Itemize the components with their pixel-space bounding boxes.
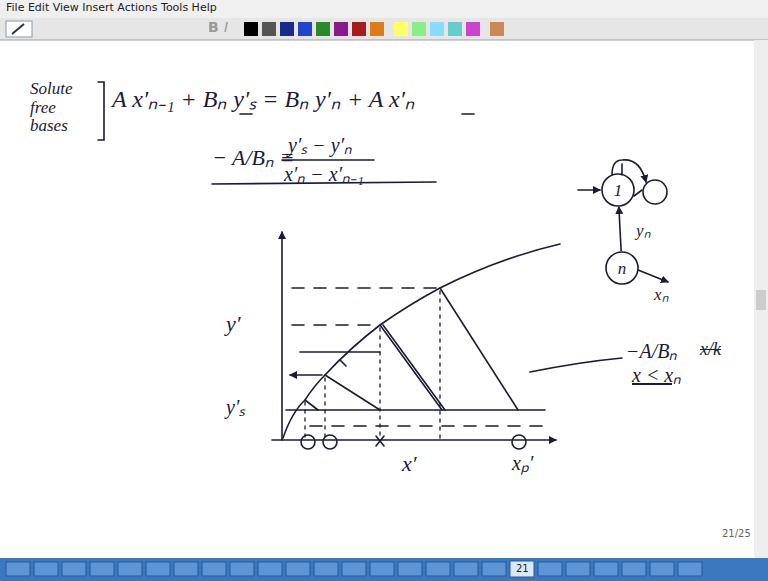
bracket — [98, 82, 104, 140]
equation: A x′ₙ₋₁ + Bₙ y′ₛ = Bₙ y′ₙ + A x′ₙ — [112, 86, 415, 112]
y-axis — [281, 232, 283, 440]
pen-button — [6, 21, 32, 37]
denominator: x′ₙ − x′ₙ₋₁ — [284, 163, 364, 185]
page-bar — [0, 558, 768, 581]
condition-note: x < xₙ — [632, 364, 681, 386]
menu-bar — [0, 0, 768, 18]
axis-label: y′ — [226, 312, 241, 336]
stage-node: n — [605, 251, 639, 285]
numerator: y′ₛ − y′ₙ — [288, 134, 352, 156]
italic-button: I — [224, 20, 228, 35]
menu-items: File Edit View Insert Actions Tools Help — [6, 2, 217, 14]
equation-lhs: − A/Bₙ ≡ — [212, 146, 294, 170]
stream-label: xₙ — [654, 286, 669, 305]
node-text: 1 — [614, 182, 623, 199]
struck-note: x/k — [700, 340, 721, 360]
fraction-bar — [282, 159, 374, 161]
stage-circle — [643, 180, 667, 204]
flow-arrow — [619, 207, 621, 251]
axis-label: x′ — [402, 452, 417, 476]
stream-label: yₙ — [636, 222, 651, 241]
page-number: 21 — [516, 563, 529, 574]
node-text: n — [618, 260, 627, 277]
axis-label: y′ₛ — [226, 396, 245, 418]
axis-label: xₚ′ — [512, 452, 533, 474]
slope-label: −A/Bₙ — [626, 340, 678, 362]
equilibrium-curve — [283, 244, 560, 438]
stage-node: 1 — [601, 173, 635, 207]
color-swatches — [244, 22, 504, 36]
tool-bar — [0, 18, 768, 40]
operating-line — [440, 288, 518, 410]
bold-button: B — [208, 20, 219, 35]
scrollbar — [754, 40, 768, 558]
leader-line — [530, 358, 622, 372]
page-counter: 21/25 — [722, 528, 751, 539]
note: Solute free bases — [30, 80, 92, 136]
